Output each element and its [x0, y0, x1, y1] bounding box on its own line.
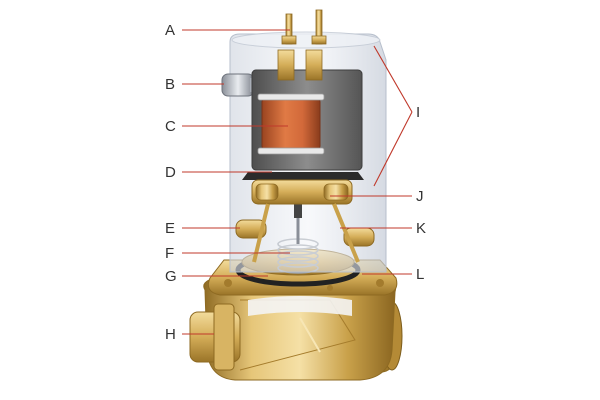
solenoid-coil	[261, 97, 321, 151]
leader-i	[373, 45, 413, 187]
callout-label-h: H	[165, 326, 176, 343]
callout-label-e: E	[165, 220, 175, 237]
bleed-fitting-left	[235, 219, 267, 239]
pilot-block	[251, 179, 353, 205]
callout-leaders	[182, 29, 413, 335]
callout-label-i: I	[416, 104, 420, 121]
electrical-terminals	[277, 9, 327, 81]
valve-body	[189, 259, 403, 381]
callout-label-b: B	[165, 76, 175, 93]
callout-labels: A B C D E F G H I J K L	[165, 22, 426, 343]
callout-label-f: F	[165, 245, 174, 262]
callout-label-k: K	[416, 220, 426, 237]
callout-label-c: C	[165, 118, 176, 135]
callout-label-g: G	[165, 268, 177, 285]
callout-label-j: J	[416, 188, 424, 205]
callout-label-a: A	[165, 22, 175, 39]
callout-label-l: L	[416, 266, 424, 283]
solenoid-base-plate	[242, 172, 364, 180]
callout-label-d: D	[165, 164, 176, 181]
